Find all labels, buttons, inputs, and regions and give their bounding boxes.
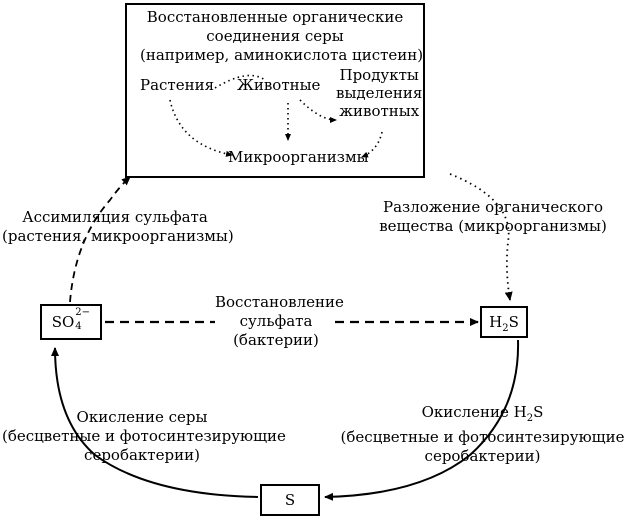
sulfur-oxidation-line-1: Окисление серы [76, 408, 208, 426]
reduction-line-3: (бактерии) [233, 331, 319, 349]
label-animal-products: Продукты выделения животных [336, 66, 422, 120]
arrow-assimilation [69, 176, 131, 303]
sulfate-subscript: 4 [75, 321, 82, 332]
label-assimilation: Ассимиляция сульфата (растения, микроорг… [2, 208, 234, 246]
title-line-3: (например, аминокислота цистеин) [140, 46, 424, 64]
products-line-2: выделения [336, 84, 423, 102]
title-line-2: соединения серы [206, 27, 344, 45]
sulfate-charge: 2− [75, 307, 91, 318]
label-microorganisms: Микроорганизмы [228, 148, 369, 166]
h2s-oxidation-line-1: Окисление H2S [421, 403, 544, 424]
sulfur-oxidation-line-2: (бесцветные и фотосинтезирующие [2, 427, 286, 445]
label-decomposition: Разложение органического вещества (микро… [378, 198, 608, 236]
reduction-line-1: Восстановление [215, 293, 344, 311]
h2s-h: H [489, 313, 503, 331]
arrow-decomposition [449, 173, 513, 301]
arrow-h2s-to-s [324, 339, 520, 501]
label-plants: Растения [140, 76, 215, 94]
sulfur-oxidation-line-3: серобактерии) [84, 446, 200, 464]
reduction-line-2: сульфата [239, 312, 313, 330]
sulfate-base: SO [51, 313, 75, 331]
h2s-oxidation-line-2: (бесцветные и фотосинтезирующие [340, 428, 625, 446]
organic-sulfur-box [125, 3, 425, 178]
arrow-products-to-microorganisms [361, 131, 383, 158]
label-animals: Животные [237, 76, 321, 94]
h2s-oxidation-line-3: серобактерии) [424, 447, 541, 465]
label-sulfur-oxidation: Окисление серы (бесцветные и фотосинтези… [2, 408, 286, 465]
decomposition-line-2: вещества (микроорганизмы) [379, 217, 607, 235]
label-sulfate-reduction: Восстановление сульфата (бактерии) [215, 293, 344, 350]
h2s-s: S [508, 313, 519, 331]
label-h2s-oxidation: Окисление H2S (бесцветные и фотосинтезир… [340, 403, 625, 466]
arrow-s-to-so4 [51, 347, 259, 498]
sulfate-scripts: 2−4 [74, 307, 90, 333]
h2s-subscript: 2 [502, 323, 509, 334]
h2s-oxidation-s: S [533, 403, 544, 421]
products-line-3: животных [339, 102, 420, 120]
assimilation-line-1: Ассимиляция сульфата [22, 208, 208, 226]
h2s-oxidation-text: Окисление H [421, 403, 527, 421]
node-hydrogen-sulfide: H2S [480, 306, 528, 338]
h2s-oxidation-subscript: 2 [526, 413, 534, 424]
arrow-plants-to-animals [214, 74, 266, 89]
products-line-1: Продукты [339, 66, 419, 84]
assimilation-line-2: (растения, микроорганизмы) [2, 227, 234, 245]
title-line-1: Восстановленные органические [146, 8, 404, 26]
decomposition-line-1: Разложение органического [382, 198, 603, 216]
node-sulfur: S [260, 484, 320, 516]
top-box-title: Восстановленные органические соединения … [140, 8, 423, 65]
